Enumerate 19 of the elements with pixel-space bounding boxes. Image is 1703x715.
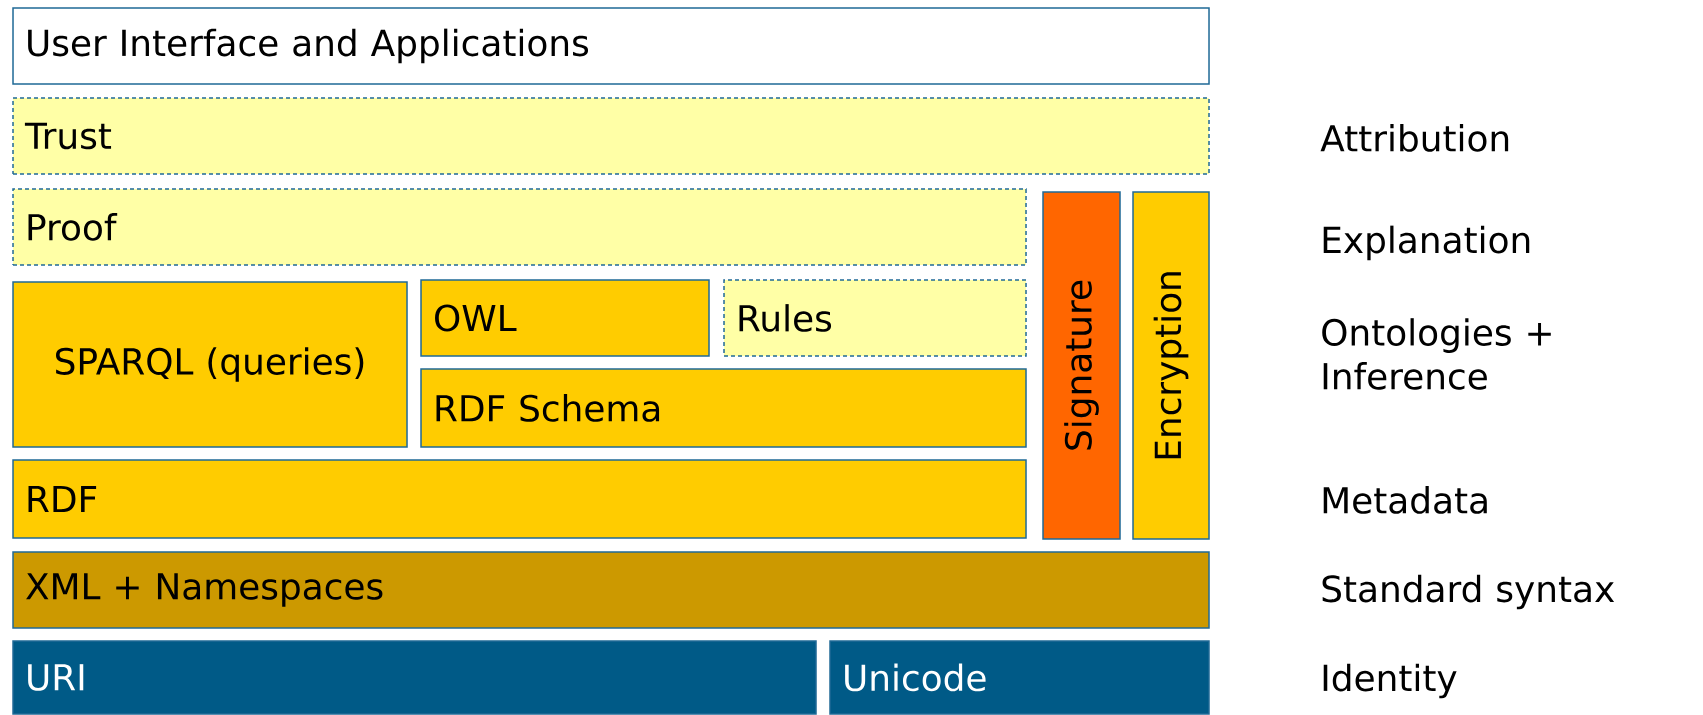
layer-box: Proof	[12, 188, 1027, 266]
layer-label: Attribution	[1320, 124, 1509, 152]
layer-label: Explanation	[1323, 225, 1530, 261]
layer-box: Rules	[723, 279, 1027, 357]
layer-box: User Interface and Applications	[12, 7, 1210, 85]
layer-box: Unicode	[829, 640, 1210, 715]
layer-box: URI	[12, 640, 817, 715]
layer-box: OWL	[420, 279, 710, 357]
layer-box: Signature	[1042, 191, 1121, 540]
layer-box: RDF Schema	[420, 368, 1027, 448]
layer-label: Standard syntax	[1322, 574, 1615, 610]
layer-box: XML + Namespaces	[12, 551, 1210, 629]
layer-label: Metadata	[1323, 486, 1487, 514]
layer-label: Ontologies + Inference	[1322, 318, 1551, 390]
layer-box: SPARQL (queries)	[12, 281, 408, 448]
layer-box: Trust	[12, 97, 1210, 175]
layer-box: Encryption	[1132, 191, 1210, 540]
layer-label: Identity	[1323, 663, 1457, 699]
layer-box: RDF	[12, 459, 1027, 539]
